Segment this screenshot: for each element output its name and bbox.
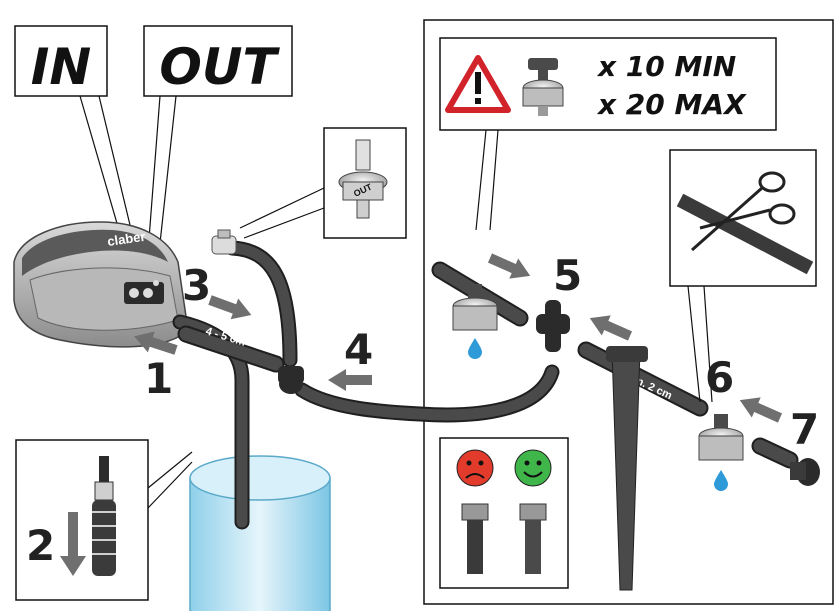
brand-label: claber	[106, 229, 146, 249]
step-2-number: 2	[26, 521, 55, 570]
arrow-step-3	[206, 289, 256, 326]
filter-callout: OUT	[239, 127, 407, 239]
right-panel-frame	[423, 19, 834, 605]
min-count-label: x 10 MIN	[596, 50, 736, 83]
step-7-number: 7	[790, 405, 819, 454]
arrow-step-7	[735, 390, 785, 429]
step-6-number: 6	[705, 353, 734, 402]
end-fitting	[211, 229, 237, 255]
warning-icon	[445, 55, 511, 113]
step-1-number: 1	[144, 354, 173, 403]
step-5-number: 5	[553, 251, 582, 300]
water-drop-icon	[468, 338, 482, 359]
in-label: IN	[31, 38, 91, 96]
in-label-box: IN	[14, 25, 108, 97]
arrow-step-5a	[485, 247, 535, 286]
dripper-count-box: x 10 MIN x 20 MAX	[439, 37, 777, 131]
dripper-bottom	[698, 414, 744, 491]
happy-face-icon	[514, 449, 552, 487]
tee-connector-right	[536, 300, 570, 352]
out-label-box: OUT	[143, 25, 293, 97]
stake-icon	[606, 346, 648, 591]
end-plug	[790, 458, 820, 486]
sad-face-icon	[456, 449, 494, 487]
out-label: OUT	[159, 38, 280, 96]
scissors-icon	[691, 171, 796, 252]
water-drop-icon-2	[714, 470, 728, 491]
dripper-icon	[522, 58, 564, 116]
down-arrow-icon	[60, 512, 86, 576]
controller-unit: claber	[13, 221, 189, 348]
step-4-number: 4	[344, 325, 373, 374]
tubes-left	[172, 240, 560, 530]
tee-connector-left	[278, 366, 304, 394]
dripper-top	[452, 284, 498, 359]
step-3-number: 3	[182, 261, 211, 310]
arrow-step-5b	[585, 308, 635, 347]
scissors-inset	[669, 149, 817, 403]
step-2-inset	[15, 439, 193, 601]
max-count-label: x 20 MAX	[596, 88, 747, 121]
faces-inset	[439, 437, 569, 589]
water-container	[189, 455, 331, 611]
